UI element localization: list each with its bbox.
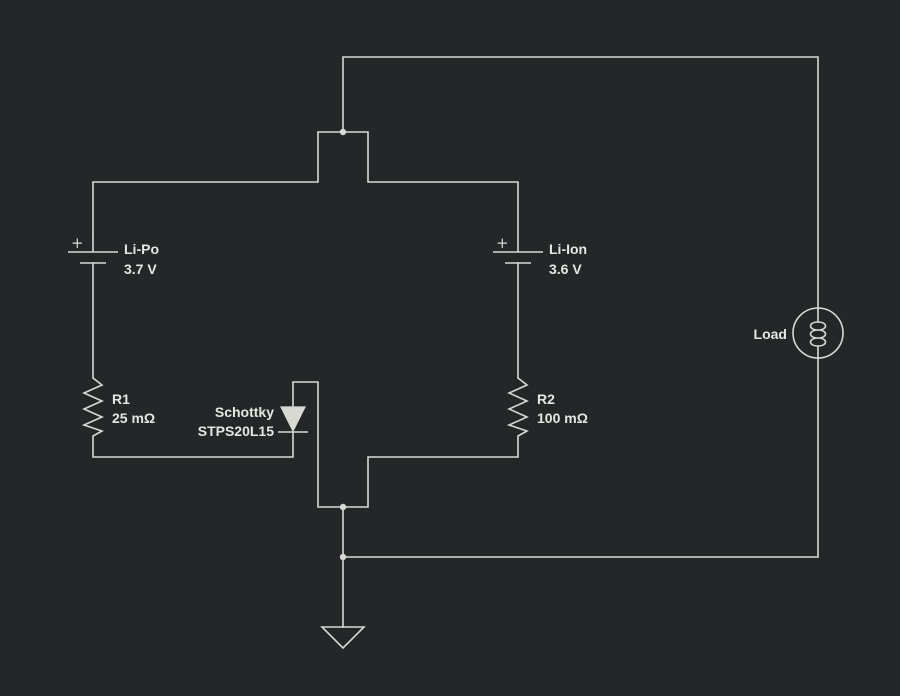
wire-bottom-load: [342, 357, 819, 558]
wire-top-bridge: [92, 131, 519, 239]
resistor-r1-name: R1: [112, 391, 130, 407]
battery-icon: [493, 238, 543, 264]
load-lamp: Load: [754, 307, 844, 359]
wire-left-r1-to-diode: [92, 431, 294, 458]
resistor-r1: R1 25 mΩ: [81, 377, 155, 437]
diode-icon: [278, 406, 308, 433]
battery-lipo-plus: +: [71, 234, 84, 252]
junction-bottom-bridge: [339, 503, 347, 511]
resistor-r1-value: 25 mΩ: [112, 410, 155, 426]
junction-top: [339, 128, 347, 136]
junction-bottom-load: [339, 553, 347, 561]
resistor-icon: [506, 377, 529, 437]
battery-liion-plus: +: [496, 234, 509, 252]
resistor-r2: R2 100 mΩ: [506, 377, 588, 437]
resistor-r2-name: R2: [537, 391, 555, 407]
diode-part-number: STPS20L15: [198, 423, 274, 439]
battery-lipo: + Li-Po 3.7 V: [68, 234, 159, 277]
resistor-icon: [81, 377, 104, 437]
battery-liion-name: Li-Ion: [549, 241, 587, 257]
diode-type: Schottky: [215, 404, 274, 420]
lamp-icon: [792, 307, 844, 359]
wire-top-load: [342, 56, 819, 310]
wire-diode-to-bottom: [292, 381, 344, 508]
wire-right-r2-to-bottom: [342, 435, 519, 508]
load-label: Load: [754, 326, 787, 342]
schottky-diode: Schottky STPS20L15: [198, 404, 308, 439]
battery-icon: [68, 238, 118, 264]
resistor-r2-value: 100 mΩ: [537, 410, 588, 426]
battery-lipo-name: Li-Po: [124, 241, 159, 257]
battery-liion-value: 3.6 V: [549, 261, 582, 277]
battery-liion: + Li-Ion 3.6 V: [493, 234, 587, 277]
wires: [92, 56, 819, 628]
ground-icon: [320, 626, 366, 650]
battery-lipo-value: 3.7 V: [124, 261, 157, 277]
